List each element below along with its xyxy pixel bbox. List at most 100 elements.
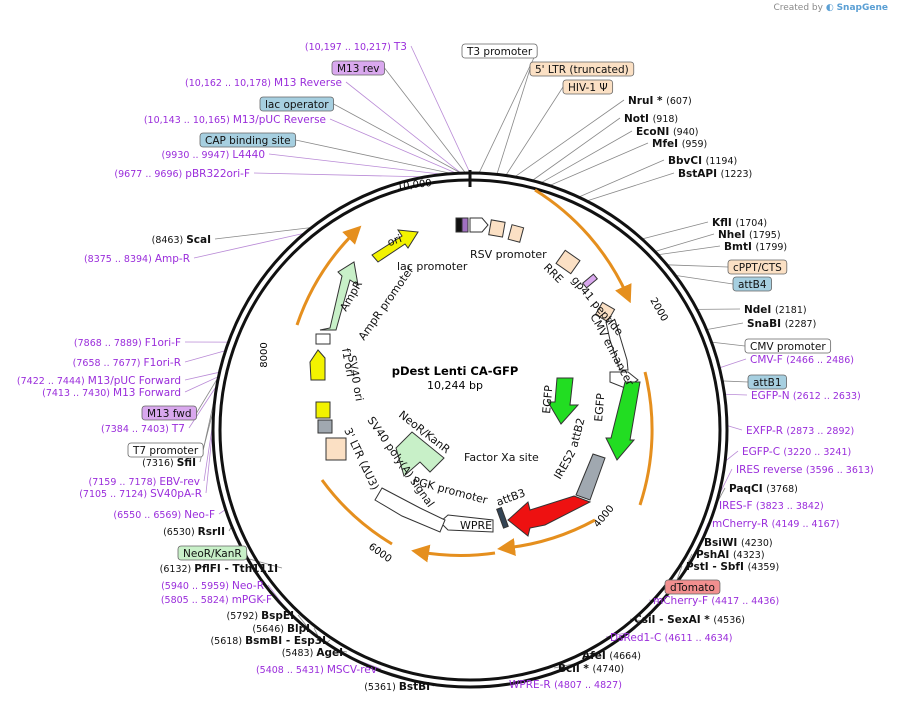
leader-line — [706, 322, 744, 330]
inner-label-attb2: attB2 — [567, 417, 587, 449]
ampr-arrow — [319, 261, 359, 331]
enzyme-label[interactable]: PstI - SbfI (4359) — [686, 561, 779, 573]
primer-label[interactable]: (10,162 .. 10,178) M13 Reverse — [185, 77, 342, 89]
feature-box-m13rev[interactable]: M13 rev — [331, 60, 385, 76]
feature-leader-line — [196, 376, 219, 414]
feature-box-cmvprom[interactable]: CMV promoter — [744, 338, 832, 354]
primer-label[interactable]: WPRE-R (4807 .. 4827) — [509, 679, 622, 691]
feature-box-m13fwd[interactable]: M13 fwd — [141, 405, 197, 421]
svg-text:attB1: attB1 — [753, 377, 782, 389]
svg-text:M13 fwd: M13 fwd — [147, 408, 192, 420]
leader-line — [641, 221, 709, 240]
rre-shape — [555, 249, 581, 275]
svg-text:5' LTR (truncated): 5' LTR (truncated) — [535, 64, 629, 76]
enzyme-label[interactable]: (6132) PflFI - Tth111I — [160, 563, 278, 575]
enzyme-label[interactable]: (6530) RsrII — [163, 526, 225, 538]
primer-label[interactable]: IRES reverse (3596 .. 3613) — [736, 464, 874, 476]
svg-text:HIV-1 Ψ: HIV-1 Ψ — [568, 82, 608, 94]
feature-box-hiv[interactable]: HIV-1 Ψ — [562, 79, 614, 95]
enzyme-label[interactable]: EcoNI (940) — [636, 126, 699, 138]
enzyme-label[interactable]: MfeI (959) — [652, 138, 707, 150]
feature-leader-line — [384, 67, 466, 174]
primer-label[interactable]: (7413 .. 7430) M13 Forward — [42, 387, 181, 399]
enzyme-label[interactable]: BbvCI (1194) — [668, 155, 737, 167]
primer-label[interactable]: CMV-F (2466 .. 2486) — [750, 354, 854, 366]
leader-line — [578, 159, 665, 198]
svg-text:cPPT/CTS: cPPT/CTS — [733, 262, 782, 274]
svg-text:CAP binding site: CAP binding site — [205, 135, 291, 147]
enzyme-label[interactable]: (5618) BsmBI - Esp3I — [210, 635, 326, 647]
primer-label[interactable]: EXFP-R (2873 .. 2892) — [746, 425, 854, 437]
feature-box-cppt[interactable]: cPPT/CTS — [727, 259, 788, 275]
primer-label[interactable]: EGFP-C (3220 .. 3241) — [742, 446, 851, 458]
primer-label[interactable]: mCherry-R (4149 .. 4167) — [712, 518, 839, 530]
primer-label[interactable]: (7159 .. 7178) EBV-rev — [88, 476, 200, 488]
enzyme-label[interactable]: (5483) AgeI — [282, 647, 343, 659]
enzyme-label[interactable]: PshAI (4323) — [696, 549, 765, 561]
enzyme-label[interactable]: BstAPI (1223) — [678, 168, 752, 180]
enzyme-label[interactable]: (8463) ScaI — [152, 234, 211, 246]
primer-label[interactable]: (10,143 .. 10,165) M13/pUC Reverse — [144, 114, 326, 126]
enzyme-label[interactable]: PaqCI (3768) — [729, 483, 798, 495]
inner-label-wpre: WPRE — [460, 519, 492, 532]
feature-box-cap[interactable]: CAP binding site — [199, 132, 297, 148]
enzyme-label[interactable]: CsiI - SexAI * (4536) — [634, 614, 745, 626]
inner-label-ampr-promoter: AmpR promoter — [356, 263, 417, 342]
enzyme-label[interactable]: (7316) SfiI — [142, 457, 196, 469]
primer-label[interactable]: mCherry-F (4417 .. 4436) — [653, 595, 779, 607]
enzyme-label[interactable]: (5361) BstBI — [364, 681, 430, 693]
feature-box-attb1[interactable]: attB1 — [747, 374, 787, 390]
enzyme-label[interactable]: SnaBI (2287) — [747, 318, 816, 330]
primer-label[interactable]: (10,197 .. 10,217) T3 — [305, 41, 407, 53]
enzyme-label[interactable]: BclI * (4740) — [558, 663, 624, 675]
enzyme-label[interactable]: NdeI (2181) — [744, 304, 807, 316]
feature-box-ltr5[interactable]: 5' LTR (truncated) — [529, 61, 635, 77]
enzyme-label[interactable]: BmtI (1799) — [724, 241, 787, 253]
feature-box-attb4[interactable]: attB4 — [732, 276, 772, 292]
primer-label[interactable]: (8375 .. 8394) Amp-R — [84, 253, 190, 265]
primer-label[interactable]: (5805 .. 5824) mPGK-F — [161, 594, 272, 606]
primer-label[interactable]: (7422 .. 7444) M13/pUC Forward — [17, 375, 181, 387]
enzyme-label[interactable]: NruI * (607) — [628, 95, 692, 107]
feature-box-dtomato[interactable]: dTomato — [664, 579, 721, 595]
primer-label[interactable]: (9677 .. 9696) pBR322ori-F — [114, 168, 250, 180]
leader-line — [184, 376, 219, 393]
primer-label[interactable]: IRES-F (3823 .. 3842) — [719, 500, 824, 512]
leader-line — [184, 371, 220, 381]
tick-label-6000: 6000 — [366, 541, 393, 565]
primer-label[interactable]: EGFP-N (2612 .. 2633) — [751, 390, 861, 402]
primer-label[interactable]: (9930 .. 9947) L4440 — [162, 149, 265, 161]
primer-label[interactable]: (7105 .. 7124) SV40pA-R — [79, 488, 202, 500]
leader-line — [726, 425, 743, 431]
tick-label-8000: 8000 — [259, 342, 270, 367]
inner-label-ires2: IRES2 — [551, 447, 578, 481]
feature-box-t3prom[interactable]: T3 promoter — [461, 43, 538, 59]
enzyme-label[interactable]: KflI (1704) — [712, 217, 767, 229]
inner-label-sv40ori: SV40 ori — [345, 354, 366, 402]
primer-label[interactable]: (7658 .. 7677) F1ori-R — [73, 357, 181, 369]
svg-text:attB4: attB4 — [738, 279, 767, 291]
primer-label[interactable]: (7868 .. 7889) F1ori-F — [74, 337, 181, 349]
feature-box-lacop[interactable]: lac operator — [259, 96, 335, 112]
feature-leader-line — [505, 86, 564, 176]
enzyme-label[interactable]: NotI (918) — [624, 113, 678, 125]
feature-box-t7prom[interactable]: T7 promoter — [127, 442, 204, 458]
leader-line — [410, 45, 471, 174]
feature-leader-line — [666, 264, 729, 268]
ltr3-shape — [325, 437, 347, 461]
leader-line — [586, 172, 675, 202]
primer-label[interactable]: (5940 .. 5959) Neo-R — [161, 580, 264, 592]
primer-label[interactable]: DsRed1-C (4611 .. 4634) — [610, 632, 733, 644]
enzyme-label[interactable]: (5792) BspEI — [227, 610, 294, 622]
enzyme-label[interactable]: AfeI (4664) — [582, 650, 641, 662]
feature-box-neokan[interactable]: NeoR/KanR — [177, 545, 248, 561]
snapgene-logo-icon: ◐ — [825, 3, 834, 13]
svg-text:M13 rev: M13 rev — [337, 63, 380, 75]
primer-label[interactable]: (5408 .. 5431) MSCV-rev — [256, 664, 377, 676]
feature-leader-line — [675, 274, 734, 285]
enzyme-label[interactable]: BsiWI (4230) — [704, 537, 773, 549]
enzyme-label[interactable]: (5646) BlpI — [252, 623, 310, 635]
enzyme-label[interactable]: NheI (1795) — [718, 229, 781, 241]
primer-label[interactable]: (6550 .. 6569) Neo-F — [113, 509, 215, 521]
primer-label[interactable]: (7384 .. 7403) T7 — [101, 423, 185, 435]
